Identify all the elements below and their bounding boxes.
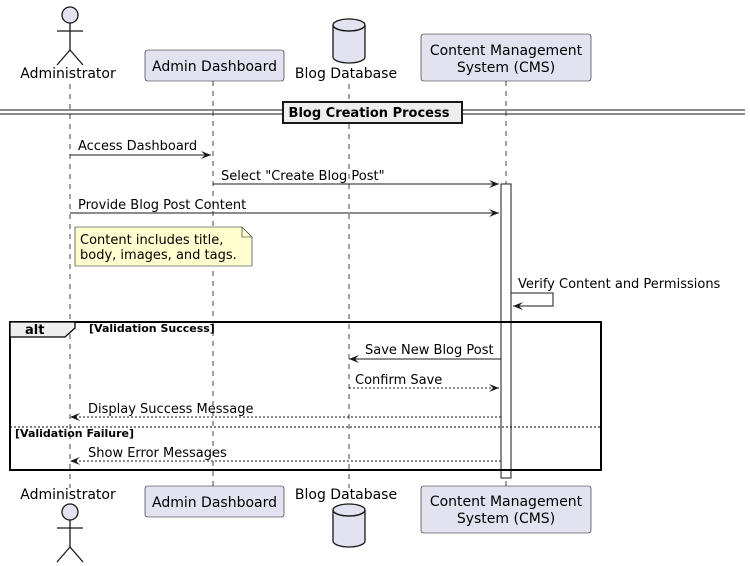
message-save-new-blog-post: Save New Blog Post [349,343,501,363]
message-label: Confirm Save [355,373,442,388]
database-icon [332,503,366,548]
message-label: Show Error Messages [88,446,227,461]
participant-label: Blog Database [295,487,397,503]
alt-keyword: alt [25,323,44,338]
message-label: Display Success Message [88,402,254,417]
message-label: Save New Blog Post [365,343,494,358]
database-icon [332,18,366,64]
participant-label-line1: Content Management [430,43,583,59]
guard-validation-failure: [Validation Failure] [15,427,134,440]
message-access-dashboard: Access Dashboard [70,139,211,159]
participant-label: Blog Database [295,66,397,82]
participant-label: Admin Dashboard [152,495,277,511]
participant-administrator-top: Administrator [20,6,116,82]
actor-icon [56,6,84,66]
message-label: Select "Create Blog Post" [221,169,385,184]
participant-administrator-bottom: Administrator [20,487,116,563]
participant-label: Administrator [20,487,116,503]
participant-admin-dashboard-top: Admin Dashboard [144,49,285,82]
participant-label-line2: System (CMS) [457,60,555,76]
guard-validation-success: [Validation Success] [89,322,215,335]
message-show-error-messages: Show Error Messages [70,446,501,465]
participant-label: Administrator [20,66,116,82]
note-content: Content includes title, body, images, an… [74,226,253,267]
participant-label-line2: System (CMS) [457,511,555,527]
actor-icon [56,503,84,563]
message-label: Access Dashboard [78,139,197,154]
message-confirm-save: Confirm Save [349,373,499,392]
message-select-create-blog-post: Select "Create Blog Post" [213,169,499,188]
participant-blog-database-top: Blog Database [295,18,397,82]
participant-label-line1: Content Management [430,494,583,510]
message-display-success-message: Display Success Message [70,402,501,421]
message-provide-blog-post-content: Provide Blog Post Content [70,198,499,217]
activation-bar-cms [500,183,512,479]
participant-cms-bottom: Content Management System (CMS) [420,485,592,534]
note-line-2: body, images, and tags. [80,248,237,263]
participant-blog-database-bottom: Blog Database [295,487,397,548]
message-verify-content-and-permissions: Verify Content and Permissions [511,277,721,310]
participant-label: Admin Dashboard [152,59,277,75]
section-divider: Blog Creation Process [0,101,745,124]
alt-fragment: alt [Validation Success] [Validation Fai… [9,321,602,471]
note-line-1: Content includes title, [80,233,223,248]
participant-admin-dashboard-bottom: Admin Dashboard [144,485,285,518]
participant-cms-top: Content Management System (CMS) [420,33,592,82]
message-label: Provide Blog Post Content [78,198,246,213]
section-title: Blog Creation Process [289,106,450,121]
message-label: Verify Content and Permissions [518,277,721,292]
